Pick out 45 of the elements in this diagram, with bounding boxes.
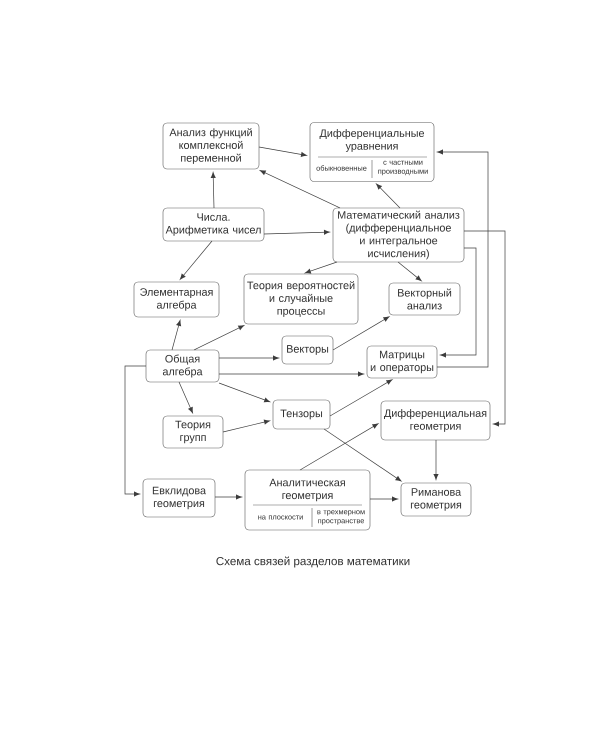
arrow bbox=[258, 146, 307, 157]
topic-box bbox=[244, 470, 370, 530]
arrow bbox=[434, 440, 438, 480]
arrow bbox=[464, 230, 506, 426]
arrow bbox=[194, 325, 244, 350]
arrow bbox=[398, 262, 422, 282]
topic-box: Математический анализ (дифференциальное и интегральное исчисления) bbox=[332, 208, 464, 262]
topic-heading: Дифференциальные уравнения bbox=[320, 129, 424, 152]
arrow bbox=[218, 356, 279, 360]
topic-box: Евклидова геометрия bbox=[142, 478, 216, 518]
topic-heading: Аналитическая геометрия bbox=[269, 478, 345, 502]
topic-box: Теория групп bbox=[162, 416, 224, 448]
topic-box: Матрицы и операторы bbox=[366, 346, 438, 378]
topic-box: Анализ функций комплексной переменной bbox=[162, 122, 260, 170]
arrow bbox=[304, 262, 338, 274]
arrow bbox=[180, 240, 212, 280]
arrow bbox=[260, 170, 340, 208]
topic-box: Теория вероятностей и случайные процессы bbox=[244, 274, 358, 324]
topic-box: Риманова геометрия bbox=[400, 482, 472, 516]
topic-box: Векторный анализ bbox=[388, 282, 460, 316]
arrow bbox=[300, 423, 378, 470]
topic-box: Элементарная алгебра bbox=[134, 282, 220, 318]
arrow bbox=[218, 382, 270, 402]
caption: Схема связей разделов математики bbox=[216, 556, 410, 568]
topic-box: Векторы bbox=[282, 336, 334, 364]
arrow bbox=[210, 172, 216, 208]
arrow bbox=[218, 372, 364, 376]
topic-box: Дифференциальная геометрия bbox=[380, 400, 490, 440]
arrow bbox=[324, 428, 402, 482]
arrow bbox=[172, 320, 182, 350]
topic-box: Тензоры bbox=[272, 400, 330, 430]
topic-box bbox=[310, 122, 434, 182]
arrow bbox=[178, 382, 193, 414]
topic-box: Числа. Арифметика чисел bbox=[162, 208, 264, 242]
arrow bbox=[124, 366, 146, 496]
arrow bbox=[332, 316, 390, 350]
arrow bbox=[370, 496, 398, 502]
arrow bbox=[440, 248, 476, 358]
arrow bbox=[376, 184, 400, 208]
arrow bbox=[214, 494, 242, 500]
arrow bbox=[330, 379, 392, 416]
topic-box: Общая алгебра bbox=[146, 350, 220, 382]
arrow bbox=[436, 150, 488, 368]
arrow bbox=[222, 420, 270, 432]
arrow bbox=[264, 230, 330, 235]
